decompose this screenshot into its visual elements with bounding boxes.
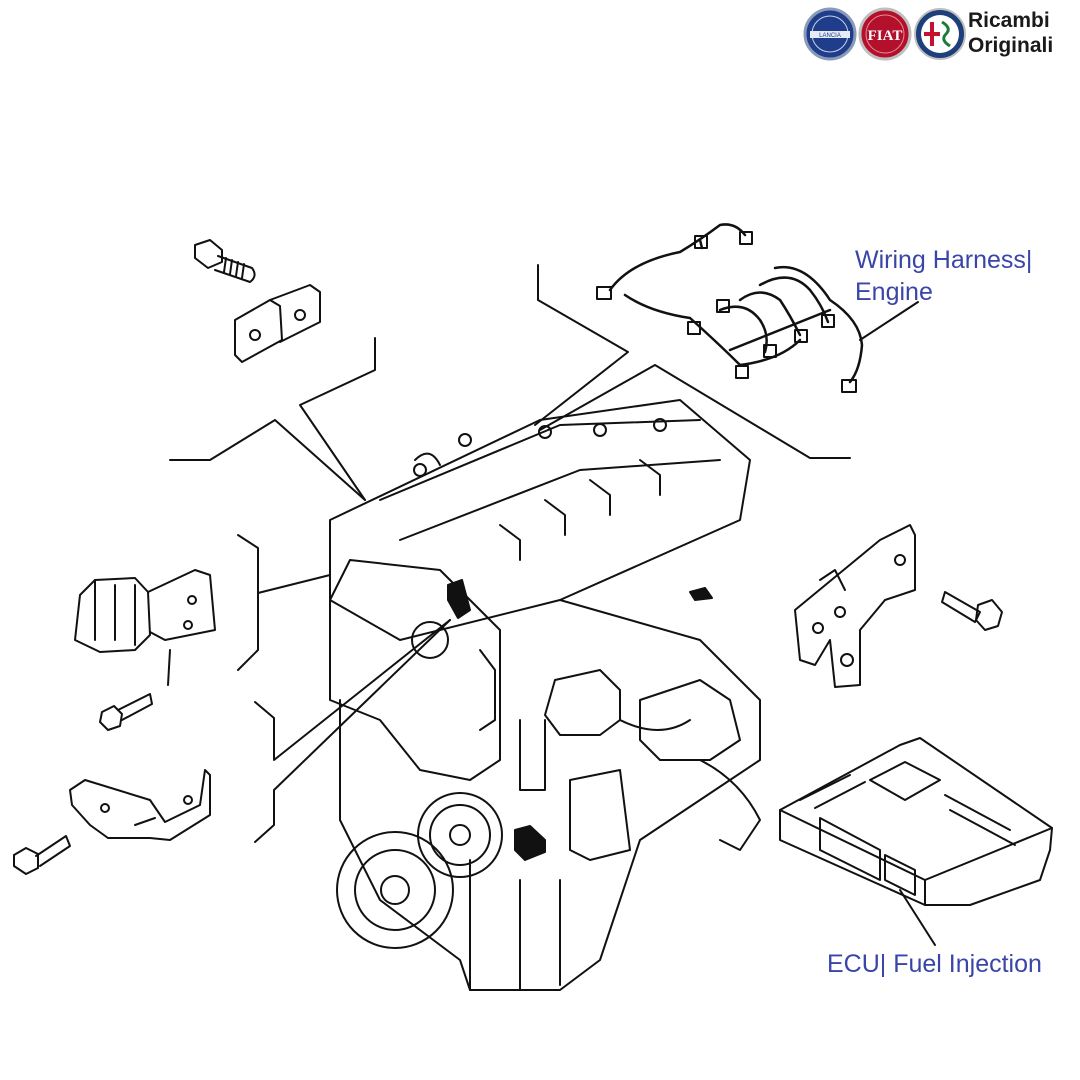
callout-wiring-harness-line2[interactable]: Engine xyxy=(855,278,933,306)
ecu-drawing xyxy=(779,737,1053,906)
lancia-logo: LANCIA xyxy=(803,7,857,61)
alfa-romeo-logo xyxy=(914,8,966,60)
bracket-right xyxy=(794,524,916,688)
brand-logos: LANCIA FIAT xyxy=(803,7,966,61)
brand-header: LANCIA FIAT Ricambi Originali xyxy=(800,4,1076,64)
svg-text:FIAT: FIAT xyxy=(868,28,903,44)
callout-ecu-fuel-injection[interactable]: ECU| Fuel Injection xyxy=(827,950,1042,978)
brand-title-line1: Ricambi xyxy=(968,9,1050,32)
bolt-bottom-left xyxy=(13,835,71,875)
bracket-lower-left xyxy=(69,769,211,841)
brand-title-line2: Originali xyxy=(968,34,1054,57)
bolt-right xyxy=(941,591,1003,631)
bolt-top-left xyxy=(194,239,256,283)
engine-drawing xyxy=(329,399,761,991)
wiring-harness-drawing xyxy=(596,223,864,393)
bracket-top-left xyxy=(234,284,321,363)
sensor-bracket-left xyxy=(74,569,216,686)
svg-text:LANCIA: LANCIA xyxy=(819,33,841,39)
bolt-left-small xyxy=(99,693,153,731)
fiat-logo: FIAT xyxy=(858,7,912,61)
callout-wiring-harness-line1[interactable]: Wiring Harness| xyxy=(855,246,1033,274)
leader-lines xyxy=(169,264,936,946)
